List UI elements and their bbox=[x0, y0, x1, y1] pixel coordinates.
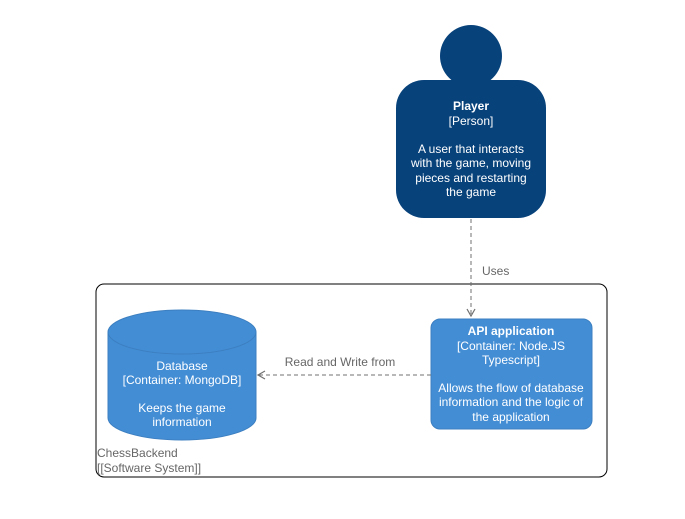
api-application-box bbox=[430, 318, 593, 430]
read-write-edge-label: Read and Write from bbox=[285, 355, 396, 369]
person-description-line: the game bbox=[446, 185, 496, 199]
api-description-line: information and the logic of bbox=[439, 395, 584, 409]
database-type: [Container: MongoDB] bbox=[123, 373, 242, 387]
person-description-line: with the game, moving bbox=[410, 156, 531, 170]
person-description-line: A user that interacts bbox=[418, 142, 524, 156]
database-description-line: information bbox=[152, 415, 211, 429]
api-type-line: [Container: Node.JS bbox=[457, 339, 565, 353]
api-name: API application bbox=[468, 324, 555, 338]
api-description-line: the application bbox=[472, 410, 549, 424]
database-name: Database bbox=[156, 359, 208, 373]
person-body bbox=[396, 80, 546, 218]
person-name: Player bbox=[453, 99, 489, 113]
person-description-line: pieces and restarting bbox=[415, 171, 526, 185]
person-player: Player [Person] A user that interacts wi… bbox=[396, 25, 546, 218]
database-cylinder-body bbox=[107, 331, 257, 441]
software-system-boundary bbox=[95, 283, 608, 478]
database-description-line: Keeps the game bbox=[138, 401, 226, 415]
api-description-line: Allows the flow of database bbox=[438, 381, 584, 395]
boundary-name: ChessBackend bbox=[97, 446, 178, 460]
person-type: [Person] bbox=[449, 114, 494, 128]
database-container: Database [Container: MongoDB] Keeps the … bbox=[107, 309, 257, 441]
boundary-type: [[Software System]] bbox=[97, 461, 201, 475]
uses-edge-label: Uses bbox=[482, 264, 509, 278]
database-cylinder-top bbox=[107, 309, 257, 355]
api-application-container: API application [Container: Node.JS Type… bbox=[430, 318, 593, 430]
person-head-icon bbox=[440, 25, 502, 87]
api-type-line: Typescript] bbox=[482, 353, 540, 367]
